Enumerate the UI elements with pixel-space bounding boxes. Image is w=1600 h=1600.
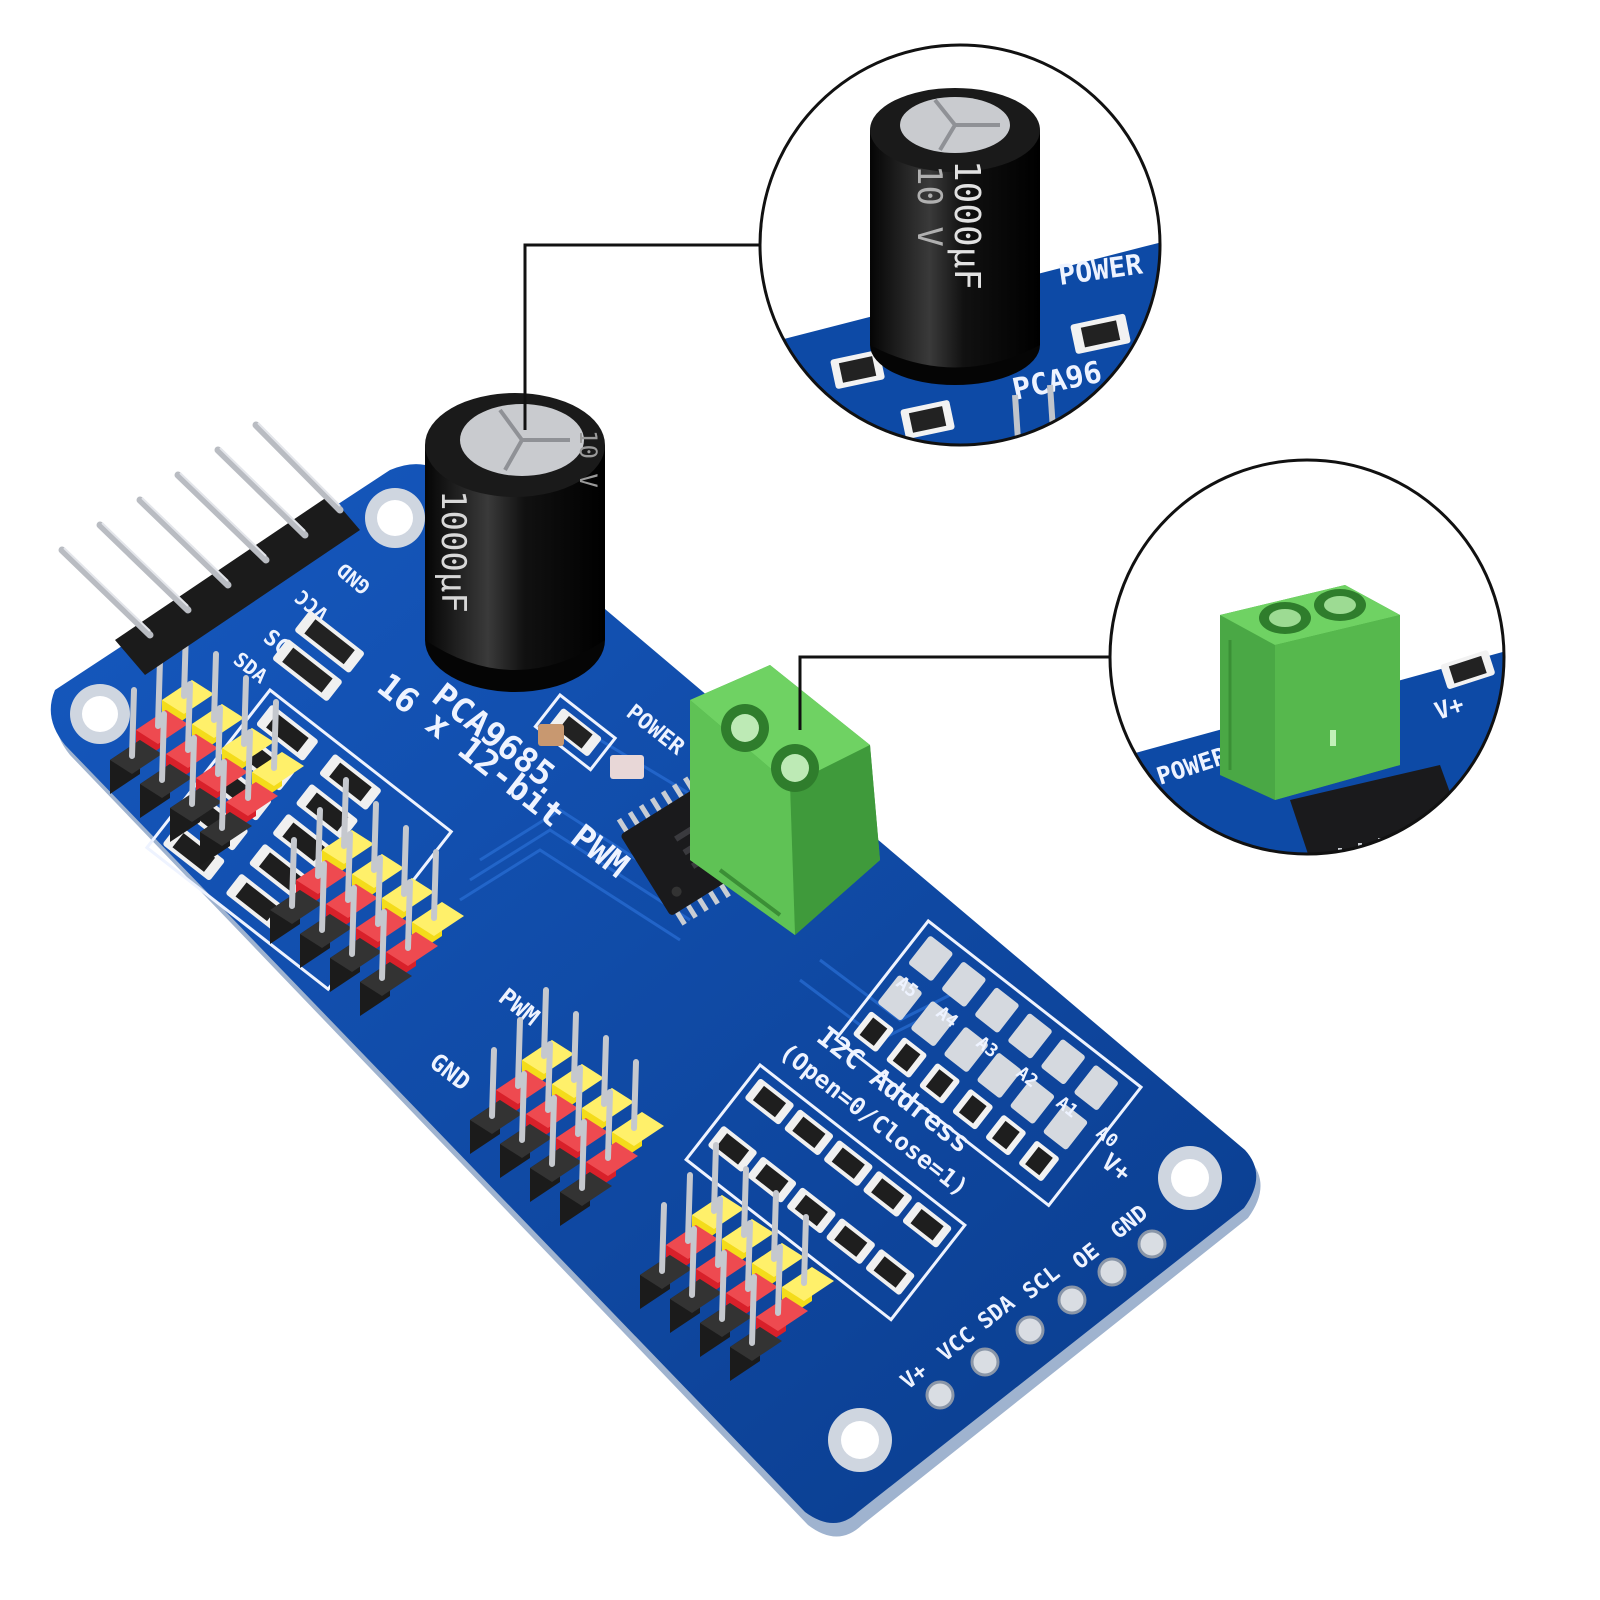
zoom-cap-voltage: 10 V bbox=[909, 165, 949, 247]
header-pin bbox=[775, 1244, 783, 1316]
header-pin bbox=[155, 657, 163, 729]
header-block-top bbox=[360, 962, 412, 996]
resistor-array-right bbox=[684, 1062, 967, 1322]
zoom-capacitor-detail: POWER PCA96 1000µF 10 V bbox=[758, 43, 1162, 447]
header-pin bbox=[245, 729, 253, 801]
header-block-top bbox=[252, 752, 304, 786]
header-pin bbox=[431, 849, 439, 921]
header-pin bbox=[211, 651, 219, 723]
header-pin bbox=[745, 1220, 753, 1292]
header-block-top bbox=[386, 932, 438, 966]
header-pin bbox=[189, 735, 197, 807]
header-pin bbox=[219, 759, 227, 831]
header-pin bbox=[685, 1172, 693, 1244]
header-pin bbox=[375, 855, 383, 927]
header-pin bbox=[315, 807, 323, 879]
right-angle-header bbox=[58, 421, 360, 675]
header-pin bbox=[715, 1196, 723, 1268]
header-pin bbox=[489, 1047, 497, 1119]
header-pin bbox=[405, 879, 413, 951]
header-pin bbox=[711, 1142, 719, 1214]
header-block-top bbox=[730, 1327, 782, 1361]
zoom-cap-value: 1000µF bbox=[946, 160, 987, 290]
pin-pads bbox=[925, 1229, 1167, 1410]
header-block-top bbox=[560, 1172, 612, 1206]
header-block-top bbox=[226, 782, 278, 816]
pcb bbox=[50, 464, 1257, 1523]
smd-capacitor bbox=[538, 724, 564, 746]
header-block-top bbox=[640, 1255, 692, 1289]
zoom-capacitor-frame bbox=[758, 43, 1162, 447]
zoom-terminal-frame bbox=[1108, 458, 1506, 856]
header-pin bbox=[379, 909, 387, 981]
header-pin bbox=[801, 1214, 809, 1286]
header-block-top bbox=[700, 1303, 752, 1337]
electrolytic-capacitor: 1000µF 10 V bbox=[425, 393, 605, 692]
header-block-top bbox=[170, 788, 222, 822]
header-pin bbox=[349, 885, 357, 957]
header-block-top bbox=[110, 740, 162, 774]
header-block-top bbox=[300, 914, 352, 948]
screw-terminal bbox=[690, 665, 880, 935]
header-pin bbox=[579, 1119, 587, 1191]
header-block-top bbox=[200, 812, 252, 846]
header-pin bbox=[271, 699, 279, 771]
header-block-top bbox=[756, 1297, 808, 1331]
header-pin bbox=[741, 1166, 749, 1238]
header-pin bbox=[631, 1059, 639, 1131]
zoom-terminal-detail: POWER V+ bbox=[1108, 458, 1506, 856]
header-block-top bbox=[270, 890, 322, 924]
header-pin bbox=[541, 987, 549, 1059]
header-pin bbox=[719, 1250, 727, 1322]
header-pin bbox=[241, 675, 249, 747]
header-block-top bbox=[470, 1100, 522, 1134]
header-pin bbox=[771, 1190, 779, 1262]
header-pin bbox=[549, 1095, 557, 1167]
header-pin bbox=[601, 1035, 609, 1107]
header-block-top bbox=[586, 1142, 638, 1176]
header-pin bbox=[575, 1065, 583, 1137]
header-pin bbox=[401, 825, 409, 897]
header-pin bbox=[345, 831, 353, 903]
pca9685-board: GND OE SCL SDA VCC V+ GND VCC SCL SDA bbox=[50, 243, 1261, 1537]
header-pin bbox=[519, 1071, 527, 1143]
header-pin bbox=[689, 1226, 697, 1298]
header-block-top bbox=[330, 938, 382, 972]
header-pin bbox=[341, 777, 349, 849]
header-pin bbox=[371, 801, 379, 873]
header-pin bbox=[319, 861, 327, 933]
header-pin bbox=[659, 1202, 667, 1274]
callout-lines bbox=[523, 243, 1110, 730]
header-pin bbox=[215, 705, 223, 777]
mounting-holes bbox=[70, 488, 1222, 1472]
header-pin bbox=[571, 1011, 579, 1083]
header-pin bbox=[749, 1274, 757, 1346]
header-block-top bbox=[530, 1148, 582, 1182]
header-block-top bbox=[500, 1124, 552, 1158]
header-pin bbox=[545, 1041, 553, 1113]
header-pin bbox=[605, 1089, 613, 1161]
header-block-top bbox=[612, 1112, 664, 1146]
smd-parts-power bbox=[533, 692, 644, 779]
capacitor-voltage: 10 V bbox=[574, 430, 602, 488]
header-block-top bbox=[140, 764, 192, 798]
power-led bbox=[610, 755, 644, 779]
header-pin bbox=[185, 681, 193, 753]
capacitor-value: 1000µF bbox=[433, 490, 473, 613]
servo-headers bbox=[110, 627, 834, 1381]
header-pin bbox=[159, 711, 167, 783]
header-pin bbox=[129, 687, 137, 759]
header-block-top bbox=[670, 1279, 722, 1313]
header-pin bbox=[289, 837, 297, 909]
header-block-top bbox=[782, 1267, 834, 1301]
header-pin bbox=[515, 1017, 523, 1089]
header-block-top bbox=[412, 902, 464, 936]
